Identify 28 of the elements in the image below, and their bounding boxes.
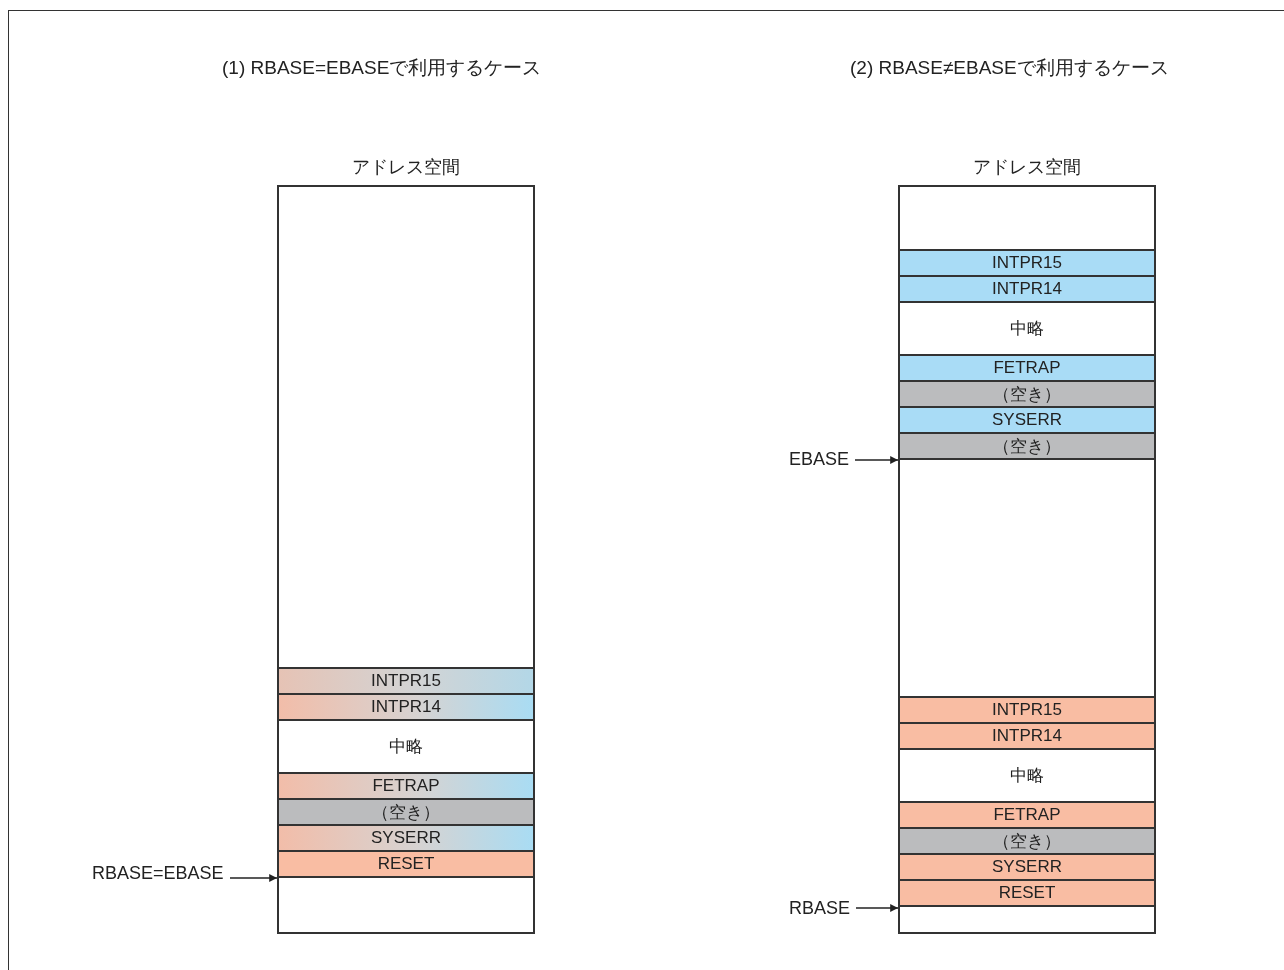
memory-slot: INTPR14 bbox=[279, 693, 533, 721]
address-label: RBASE=EBASE bbox=[92, 863, 224, 884]
memory-slot: FETRAP bbox=[900, 801, 1154, 829]
address-label: RBASE bbox=[789, 898, 851, 919]
memory-slot: INTPR15 bbox=[900, 696, 1154, 724]
memory-slot: SYSERR bbox=[900, 853, 1154, 881]
arrow bbox=[854, 456, 899, 464]
memory-slot: RESET bbox=[279, 850, 533, 878]
memory-slot: INTPR14 bbox=[900, 275, 1154, 303]
heading: (2) RBASE≠EBASEで利用するケース bbox=[850, 56, 1169, 80]
memory-slot: （空き） bbox=[900, 380, 1154, 408]
memory-slot: （空き） bbox=[900, 827, 1154, 855]
memory-slot: INTPR15 bbox=[279, 667, 533, 695]
heading: (1) RBASE=EBASEで利用するケース bbox=[222, 56, 542, 80]
column-heading: アドレス空間 bbox=[972, 156, 1082, 179]
arrow bbox=[229, 874, 278, 882]
memory-slot: FETRAP bbox=[279, 772, 533, 800]
column-heading: アドレス空間 bbox=[351, 156, 461, 179]
arrow bbox=[855, 904, 899, 912]
memory-slot: FETRAP bbox=[900, 354, 1154, 382]
memory-slot: INTPR14 bbox=[900, 722, 1154, 750]
memory-slot: INTPR15 bbox=[900, 249, 1154, 277]
memory-slot: SYSERR bbox=[279, 824, 533, 852]
memory-slot: （空き） bbox=[900, 432, 1154, 460]
address-label: EBASE bbox=[789, 449, 850, 470]
memory-slot: RESET bbox=[900, 879, 1154, 907]
memory-slot: SYSERR bbox=[900, 406, 1154, 434]
memory-slot: （空き） bbox=[279, 798, 533, 826]
